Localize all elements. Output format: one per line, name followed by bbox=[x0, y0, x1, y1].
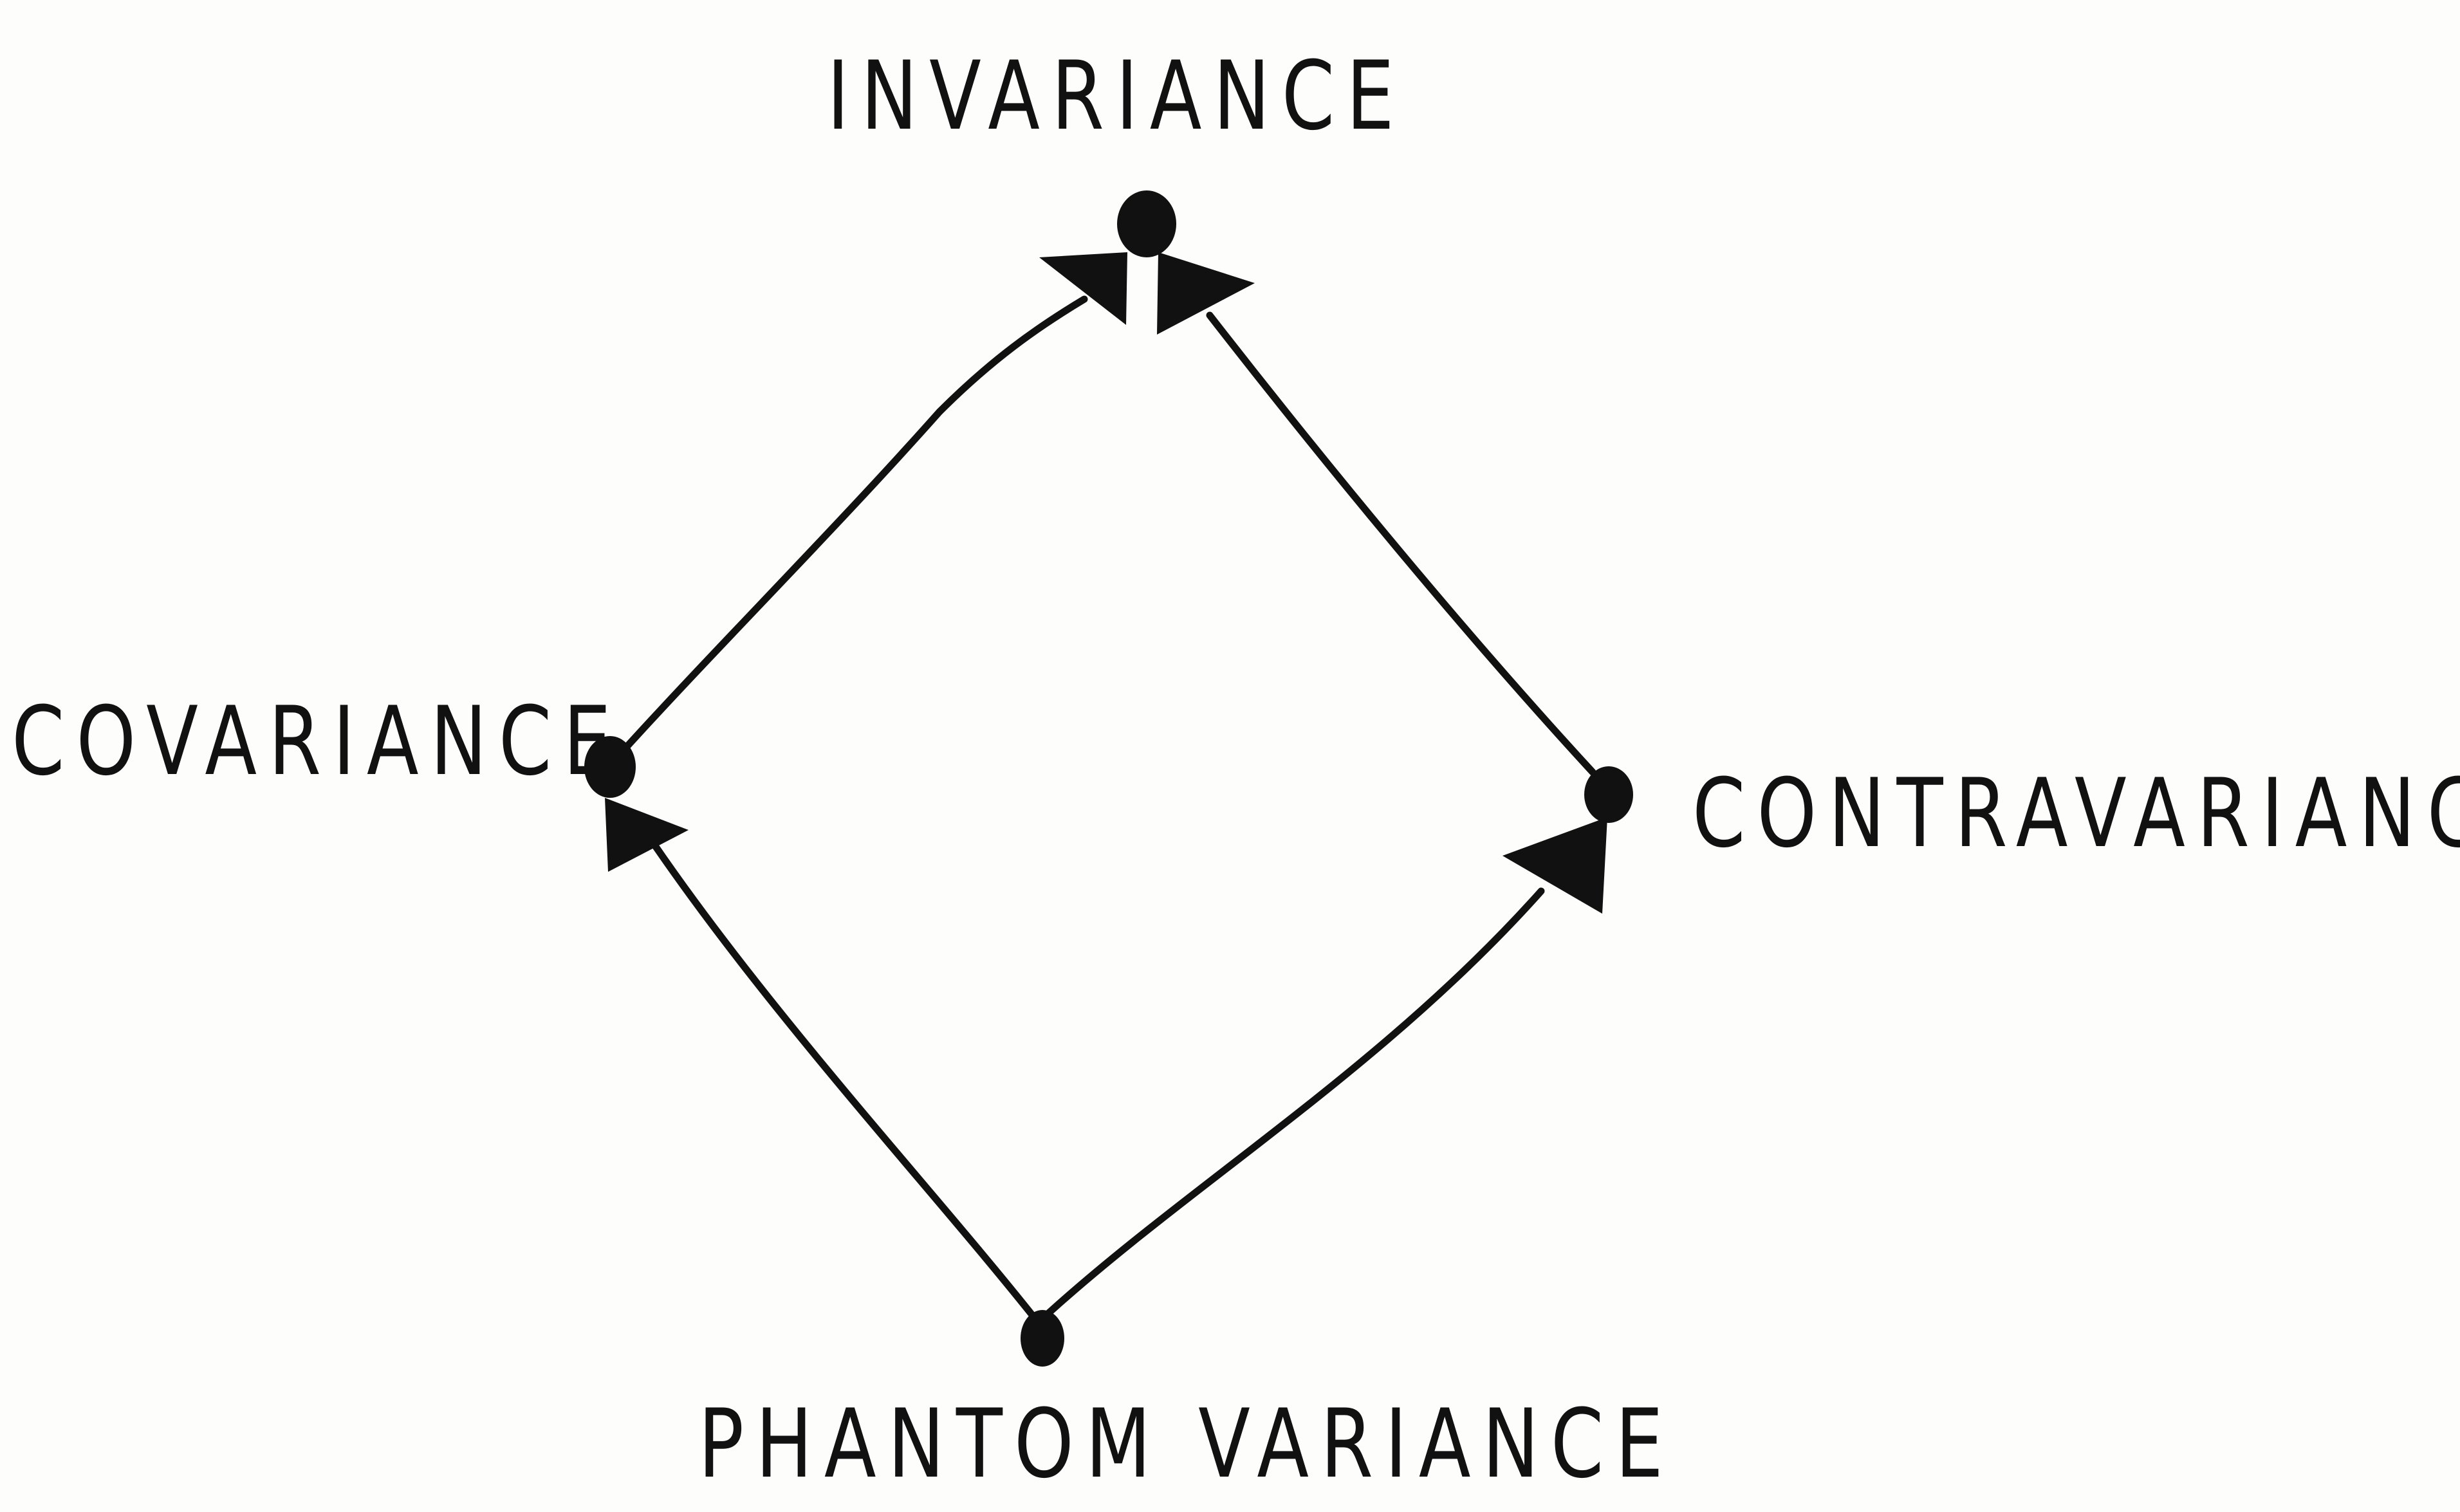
node-right-dot bbox=[1584, 766, 1633, 823]
node-left-dot bbox=[584, 736, 636, 798]
node-label-covariance: COVARIANCE bbox=[12, 685, 623, 797]
arrowhead-into-left-from-bottom bbox=[605, 798, 689, 872]
arrowhead-into-top-from-right bbox=[1157, 252, 1255, 335]
node-label-contravariance: CONTRAVARIANCE bbox=[1692, 757, 2460, 869]
node-label-phantom-variance: PHANTOM VARIANCE bbox=[698, 1388, 1675, 1499]
arrowhead-into-top-from-left bbox=[1039, 252, 1127, 325]
node-top-dot bbox=[1117, 190, 1176, 257]
edge-bottom-to-right bbox=[1042, 887, 1545, 1320]
node-label-invariance: INVARIANCE bbox=[827, 40, 1406, 151]
arrowhead-into-right-from-bottom bbox=[1503, 817, 1607, 914]
edge-left-to-top bbox=[620, 295, 1088, 753]
node-bottom-dot bbox=[1021, 1310, 1064, 1367]
edge-right-to-top bbox=[1206, 311, 1596, 776]
edge-bottom-to-left bbox=[649, 839, 1037, 1320]
